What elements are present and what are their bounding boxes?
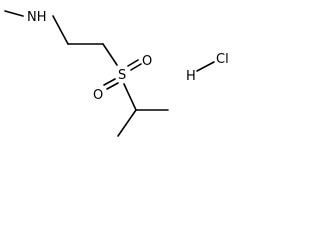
chemical-structure-diagram: NH S O O H Cl [4, 10, 229, 137]
atom-label-sulfur: S [118, 68, 126, 83]
bond-s-o-lower-a [103, 78, 116, 86]
atom-label-hydrogen: H [186, 69, 196, 84]
atom-label-amine: NH [27, 10, 47, 25]
bond-s-ch [123, 83, 137, 111]
atom-label-chlorine: Cl [216, 52, 229, 67]
bond-ch2-s [102, 43, 118, 66]
bond-methyl-n [4, 10, 24, 17]
bond-s-o-lower-b [106, 82, 119, 90]
atom-label-oxygen-2: O [93, 88, 103, 103]
bond-s-o-upper-b [130, 63, 142, 71]
bond-ch-ch3-left [117, 109, 137, 137]
bond-n-ch2 [52, 15, 69, 45]
bond-h-cl [196, 61, 215, 72]
atom-label-oxygen-1: O [142, 54, 152, 69]
bond-s-o-upper-a [127, 59, 139, 67]
